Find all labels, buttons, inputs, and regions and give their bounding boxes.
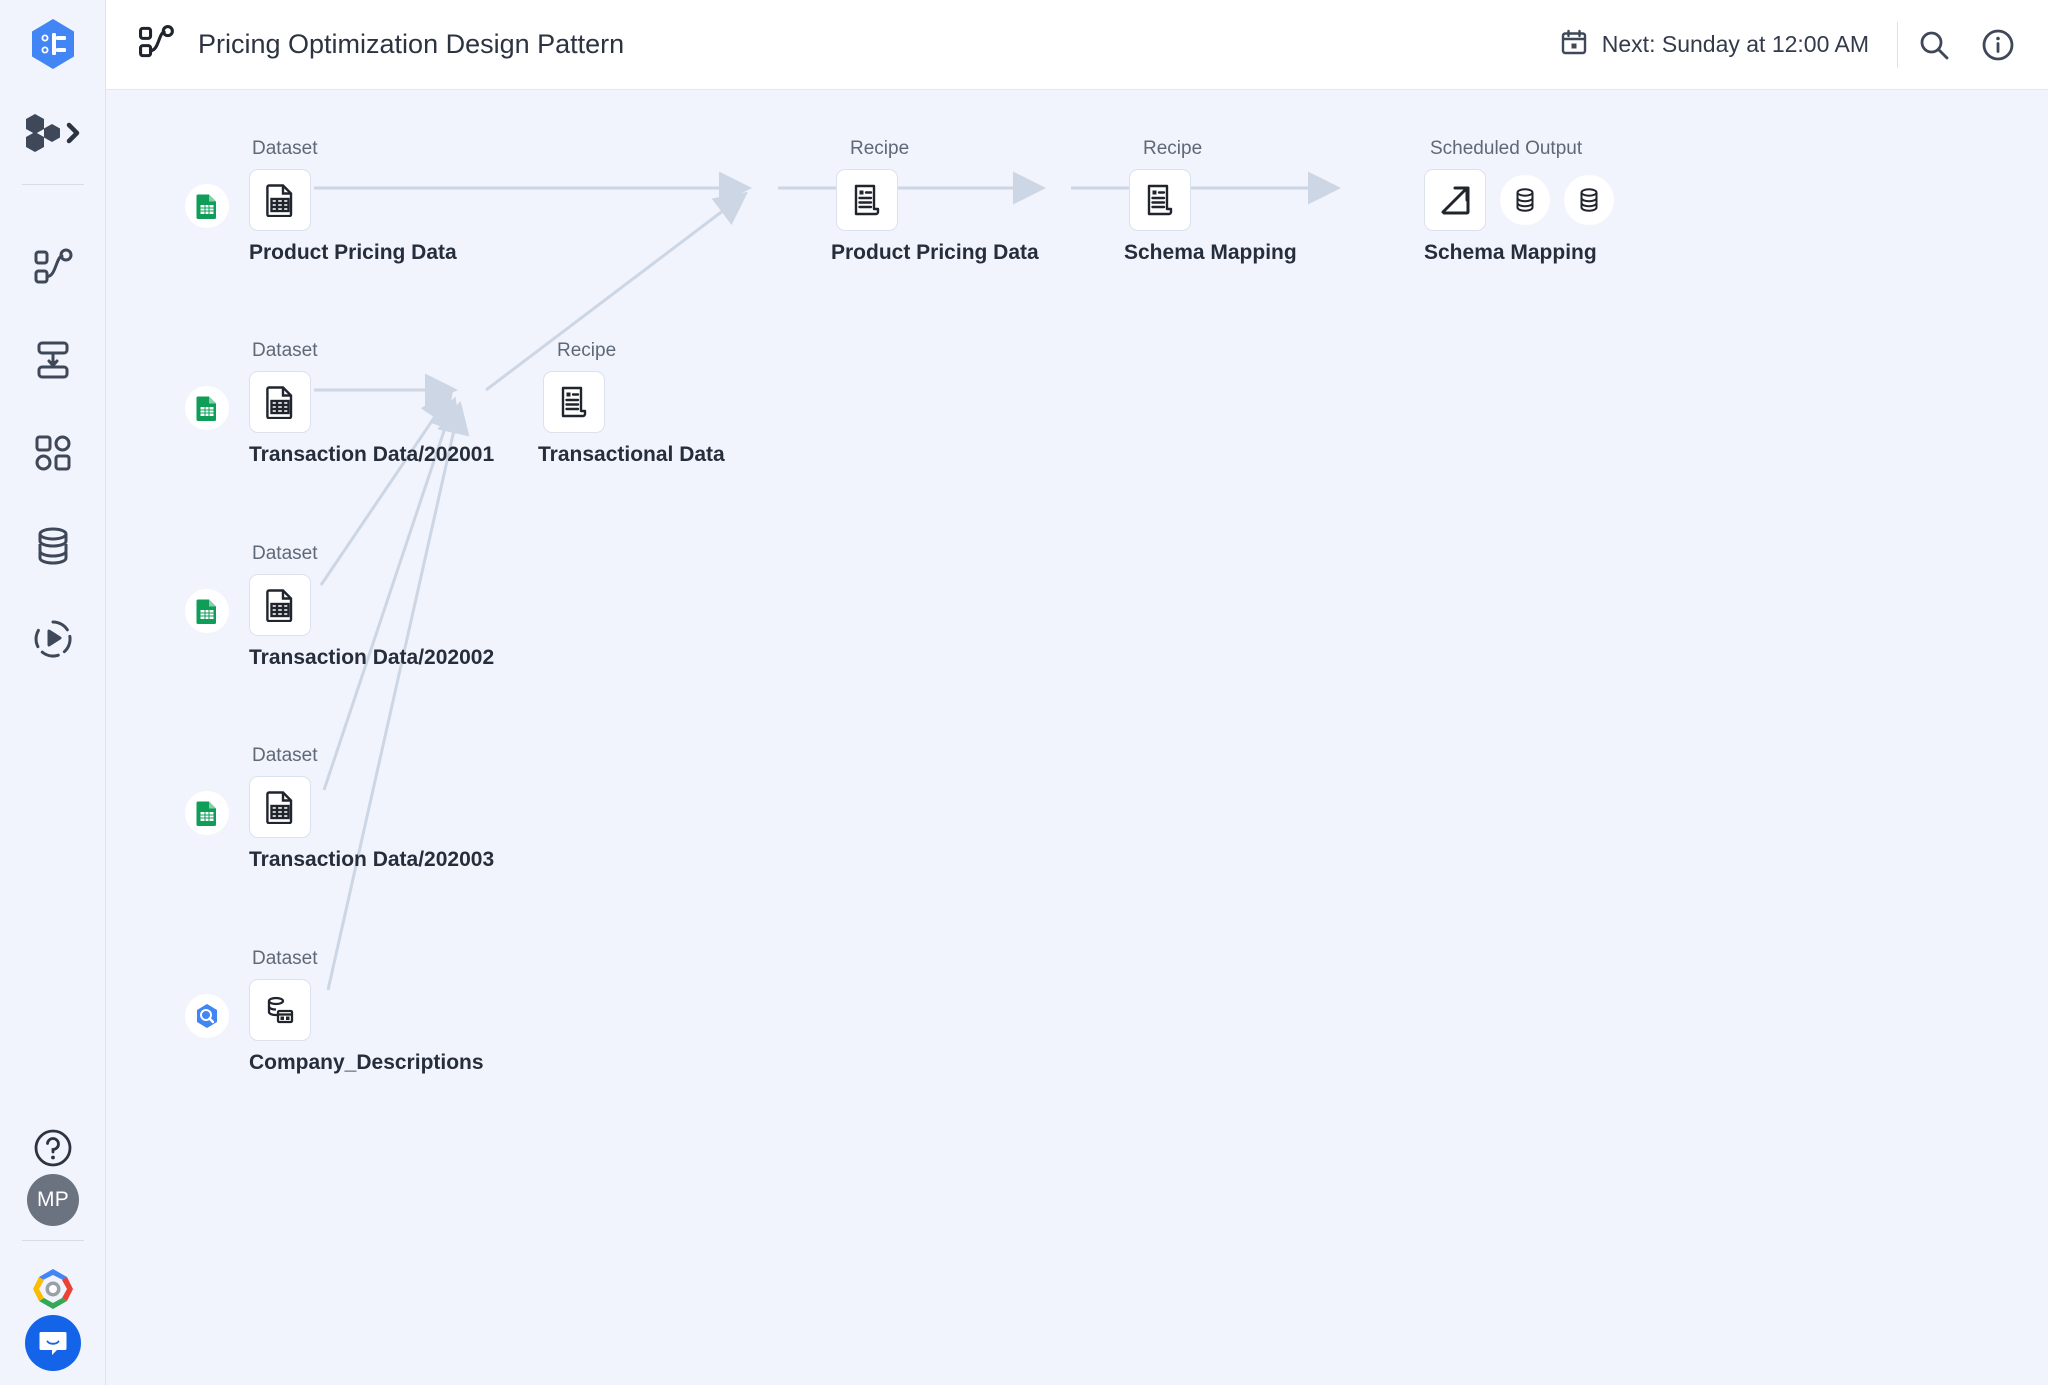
sidebar-item-datasets[interactable] xyxy=(27,520,79,572)
flow-node-schema-mapping-output[interactable]: Scheduled Output xyxy=(1424,138,1614,265)
help-circle-icon[interactable] xyxy=(27,1122,79,1174)
node-icon-box[interactable] xyxy=(249,371,311,433)
node-kind: Dataset xyxy=(252,745,318,766)
calendar-icon xyxy=(1560,28,1588,61)
schedule-indicator[interactable]: Next: Sunday at 12:00 AM xyxy=(1560,28,1897,61)
node-kind: Recipe xyxy=(850,138,910,159)
google-sheets-icon xyxy=(185,589,229,633)
node-label: Transaction Data/202001 xyxy=(249,443,495,466)
main-area: Pricing Optimization Design Pattern Next… xyxy=(106,0,2048,1385)
node-row xyxy=(836,169,898,231)
node-icon-box[interactable] xyxy=(836,169,898,231)
info-circle-icon[interactable] xyxy=(1970,9,2026,81)
node-kind: Dataset xyxy=(252,948,318,969)
node-icon-box[interactable] xyxy=(249,979,311,1041)
node-icon-box[interactable] xyxy=(249,776,311,838)
flow-node-schema-mapping-recipe[interactable]: Recipe Schema Mapping xyxy=(1124,138,1297,265)
node-row xyxy=(249,371,311,433)
search-icon[interactable] xyxy=(1898,9,1970,81)
node-kind: Scheduled Output xyxy=(1430,138,1583,159)
node-row xyxy=(249,979,311,1041)
node-row xyxy=(543,371,605,433)
rail-divider-top xyxy=(21,184,84,185)
node-icon-box[interactable] xyxy=(249,574,311,636)
rail-bottom: MP xyxy=(0,1122,106,1385)
sidebar-item-flows[interactable] xyxy=(27,241,79,293)
left-rail: MP xyxy=(0,0,106,1385)
flow-canvas[interactable]: Dataset Product Pricing Data xyxy=(106,90,2048,1385)
node-icon-box[interactable] xyxy=(249,169,311,231)
node-kind: Dataset xyxy=(252,543,318,564)
flow-graph-icon xyxy=(136,22,176,67)
node-icon-box[interactable] xyxy=(1129,169,1191,231)
top-bar-left: Pricing Optimization Design Pattern xyxy=(136,22,624,67)
flow-edges xyxy=(314,171,1341,991)
google-cloud-logo-icon[interactable] xyxy=(27,1263,79,1315)
node-row xyxy=(249,776,311,838)
avatar[interactable]: MP xyxy=(27,1174,79,1226)
top-bar-divider xyxy=(1897,21,1898,68)
database-icon[interactable] xyxy=(1564,175,1614,225)
node-label: Company_Descriptions xyxy=(249,1051,484,1074)
node-label: Schema Mapping xyxy=(1424,241,1597,264)
node-label: Schema Mapping xyxy=(1124,241,1297,264)
node-kind: Recipe xyxy=(1143,138,1203,159)
google-sheets-icon xyxy=(185,791,229,835)
bigquery-icon xyxy=(185,994,229,1038)
flow-node-transaction-202001[interactable]: Dataset Transaction Data/202001 xyxy=(185,340,495,467)
intercom-chat-icon[interactable] xyxy=(25,1315,81,1371)
node-row xyxy=(1424,169,1614,231)
sidebar-item-connections[interactable] xyxy=(27,334,79,386)
flow-node-transaction-202002[interactable]: Dataset Transaction Data/202002 xyxy=(185,543,495,670)
top-bar-right: Next: Sunday at 12:00 AM xyxy=(1560,9,2026,81)
page-title: Pricing Optimization Design Pattern xyxy=(198,29,625,59)
node-icon-box[interactable] xyxy=(543,371,605,433)
database-icon[interactable] xyxy=(1500,175,1550,225)
node-label: Product Pricing Data xyxy=(831,241,1039,264)
flow-node-transactional-data-recipe[interactable]: Recipe Transactional Data xyxy=(538,340,725,467)
node-label: Transaction Data/202002 xyxy=(249,646,495,669)
node-row xyxy=(1129,169,1191,231)
node-icon-box[interactable] xyxy=(1424,169,1486,231)
sidebar-item-jobs[interactable] xyxy=(27,613,79,665)
node-label: Transactional Data xyxy=(538,443,725,466)
google-sheets-icon xyxy=(185,386,229,430)
node-label: Transaction Data/202003 xyxy=(249,848,495,871)
avatar-initials: MP xyxy=(36,1188,70,1211)
node-kind: Recipe xyxy=(557,340,617,361)
flow-node-company-descriptions[interactable]: Dataset Company_Descr xyxy=(185,948,484,1075)
flow-node-product-pricing-recipe[interactable]: Recipe Product Pricing Data xyxy=(831,138,1039,265)
project-switcher[interactable] xyxy=(13,110,93,156)
rail-divider-bottom xyxy=(22,1240,84,1241)
dataprep-hexagon-logo-icon[interactable] xyxy=(25,16,81,72)
rail-nav xyxy=(27,241,79,665)
top-bar: Pricing Optimization Design Pattern Next… xyxy=(106,0,2048,90)
node-label: Product Pricing Data xyxy=(249,241,457,264)
schedule-text: Next: Sunday at 12:00 AM xyxy=(1601,31,1869,57)
flow-node-product-pricing-dataset[interactable]: Dataset Product Pricing Data xyxy=(185,138,457,265)
flow-node-transaction-202003[interactable]: Dataset Transaction Data/202003 xyxy=(185,745,495,872)
node-row xyxy=(249,574,311,636)
sidebar-item-plans[interactable] xyxy=(27,427,79,479)
google-sheets-icon xyxy=(185,184,229,228)
node-kind: Dataset xyxy=(252,138,318,159)
node-row xyxy=(249,169,311,231)
node-kind: Dataset xyxy=(252,340,318,361)
